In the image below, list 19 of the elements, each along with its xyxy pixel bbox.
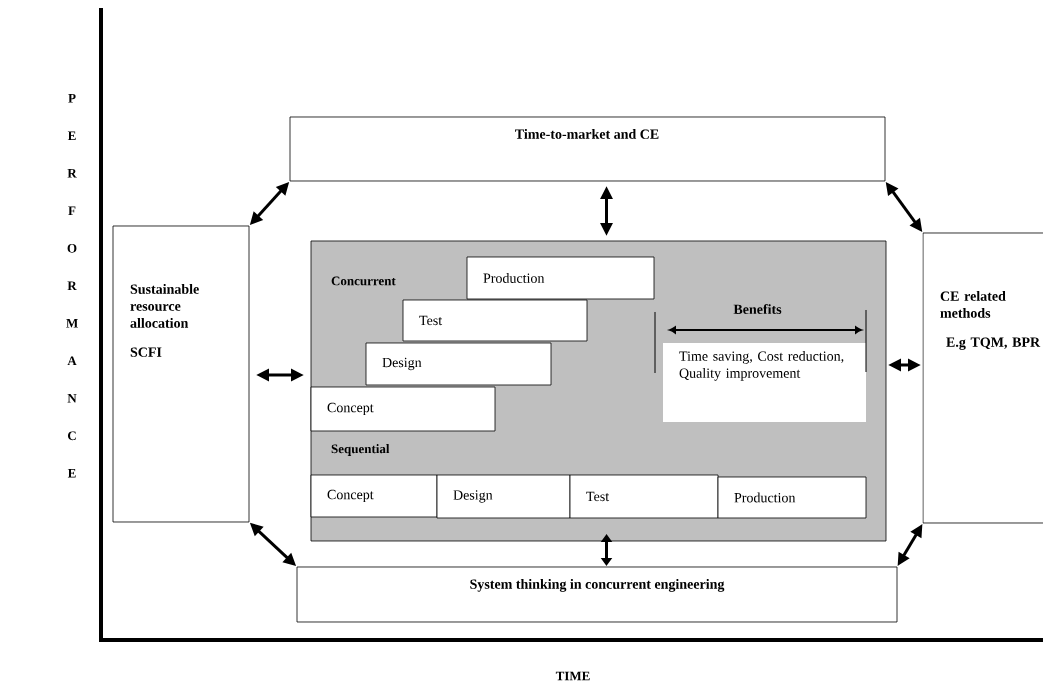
- stage-box: Test: [402, 299, 588, 342]
- stage-box: Test: [569, 474, 719, 519]
- stage-box: Concept: [310, 386, 496, 432]
- benefit-box: Time saving, Cost reduction, Quality improvement: [663, 343, 866, 422]
- label-box: CE related methods E.g TQM, BPR: [922, 232, 1043, 524]
- label-box: System thinking in concurrent engineering: [296, 566, 898, 623]
- stage-box: Production: [466, 256, 655, 300]
- stage-box: Design: [365, 342, 552, 386]
- stage-box: Design: [436, 474, 571, 519]
- label-box: Time-to-market and CE: [289, 116, 886, 182]
- label-box: Sustainable resource allocation SCFI: [112, 225, 250, 523]
- double-arrow: [600, 534, 613, 566]
- axis-label: TIME: [555, 671, 590, 681]
- section-heading: Sequential: [331, 444, 390, 456]
- stage-box: Concept: [310, 474, 438, 518]
- section-heading: Benefits: [733, 304, 782, 314]
- stage-box: Production: [717, 476, 867, 519]
- axis-label: P E R F O R M A N C E: [66, 94, 78, 478]
- section-heading: Concurrent: [331, 276, 396, 286]
